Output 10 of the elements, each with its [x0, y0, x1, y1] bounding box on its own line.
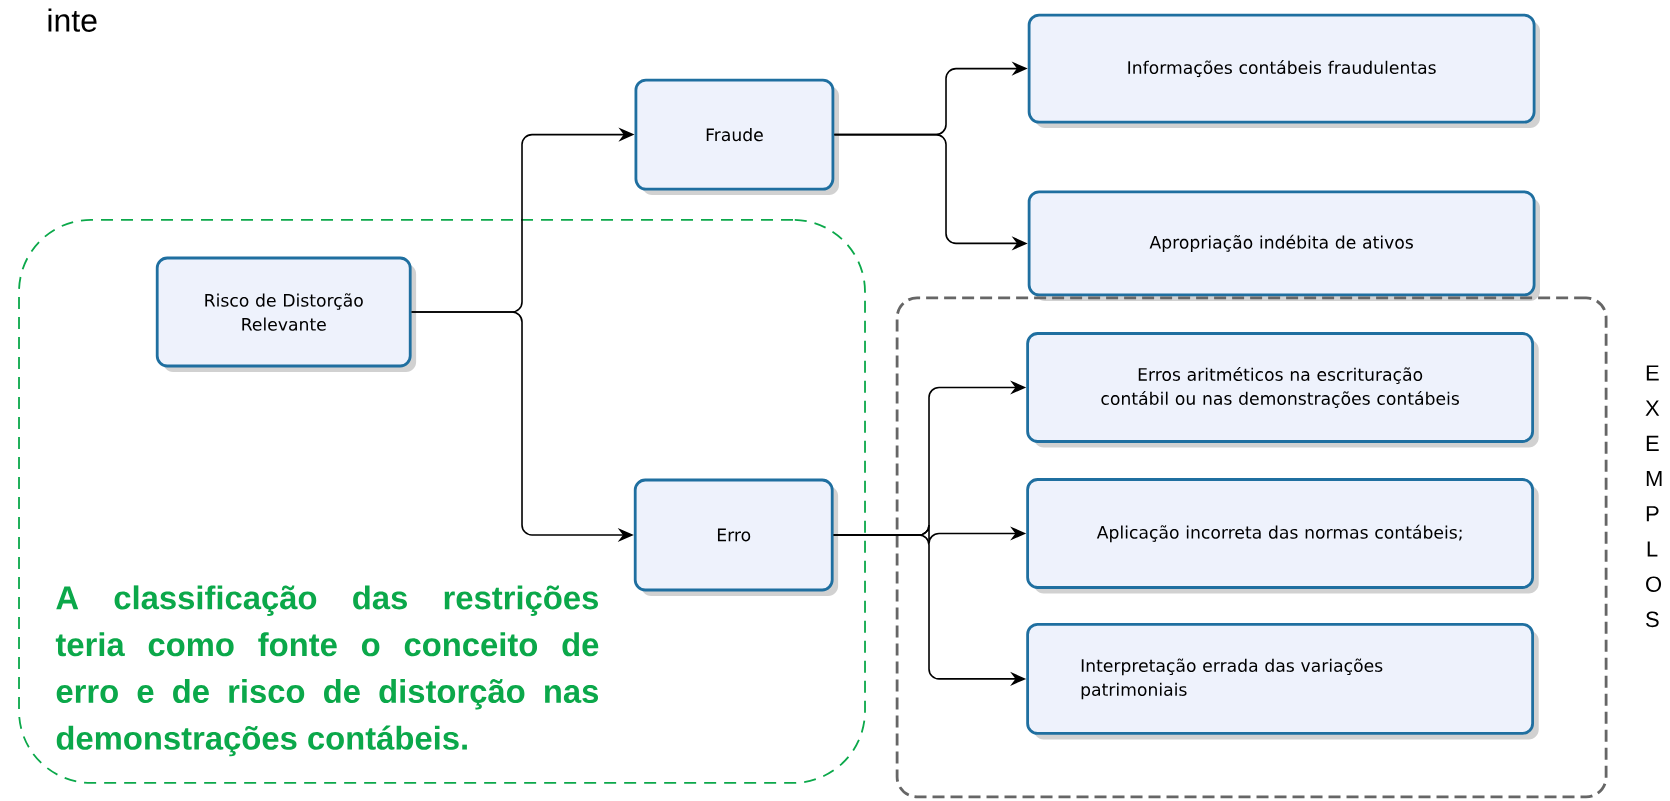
process-box: Erro: [633, 478, 839, 596]
process-box: Risco de Distorção Relevante: [155, 256, 417, 372]
process-box: Interpretação errada das variações patrimoniais: [1026, 623, 1539, 740]
process-box: Apropriação indébita de ativos: [1027, 190, 1540, 301]
node-label: EXEMPLOS: [1645, 365, 1662, 628]
process-box: Aplicação incorreta das normas contábeis;: [1026, 478, 1539, 594]
process-box: Informações contábeis fraudulentas: [1027, 13, 1540, 128]
process-box: Erros aritméticos na escrituração contábil ou nas demonstrações contábeis: [1026, 332, 1539, 448]
process-box: Fraude: [634, 78, 839, 195]
partial-word: inte: [48, 8, 97, 32]
